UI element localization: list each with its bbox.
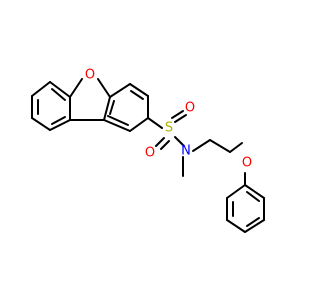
ethyl-linker: [192, 139, 246, 186]
double-bond-inner: [51, 88, 66, 101]
left-benzene-ring: [31, 81, 71, 131]
bond: [129, 117, 149, 132]
bond: [69, 78, 83, 98]
molecule-structure: O S O O N O: [31, 68, 265, 233]
atom-labels: O S O O N O: [85, 68, 252, 171]
sulfonamide-group: [147, 110, 187, 177]
bond: [244, 219, 265, 233]
bond: [31, 81, 51, 97]
bond: [192, 139, 211, 152]
double-bond-inner: [246, 191, 260, 202]
bond: [49, 81, 71, 98]
right-benzene-ring: [103, 83, 149, 132]
furan-oxygen-label: O: [85, 68, 95, 83]
nitrogen-label: N: [181, 144, 191, 159]
double-bond-inner: [130, 90, 144, 100]
bond: [147, 117, 163, 129]
furan-ring: [69, 78, 111, 121]
double-bond: [160, 140, 170, 150]
bond: [103, 96, 111, 121]
bond: [109, 83, 131, 98]
double-bond-inner: [51, 116, 66, 125]
bond: [174, 136, 185, 147]
bond: [31, 117, 51, 131]
bond: [49, 119, 71, 131]
double-bond: [171, 110, 184, 119]
structure-canvas: O S O O N O: [31, 67, 265, 233]
sulfonyl-oxygen-top-label: O: [185, 101, 195, 116]
bond: [244, 184, 265, 199]
double-bond-inner: [107, 115, 129, 126]
bond: [103, 119, 131, 132]
bond: [97, 78, 111, 98]
double-bond-inner: [109, 100, 115, 115]
bond: [209, 139, 231, 153]
phenyl-ring: [226, 184, 265, 233]
ether-oxygen-label: O: [242, 156, 252, 171]
bond: [129, 83, 149, 97]
double-bond: [155, 137, 165, 147]
bond: [226, 184, 246, 199]
double-bond: [174, 114, 187, 123]
double-bond-inner: [246, 217, 260, 227]
sulfur-label: S: [165, 121, 173, 136]
bond: [226, 219, 246, 233]
sulfonyl-oxygen-left-label: O: [145, 146, 155, 161]
bond: [229, 142, 243, 153]
